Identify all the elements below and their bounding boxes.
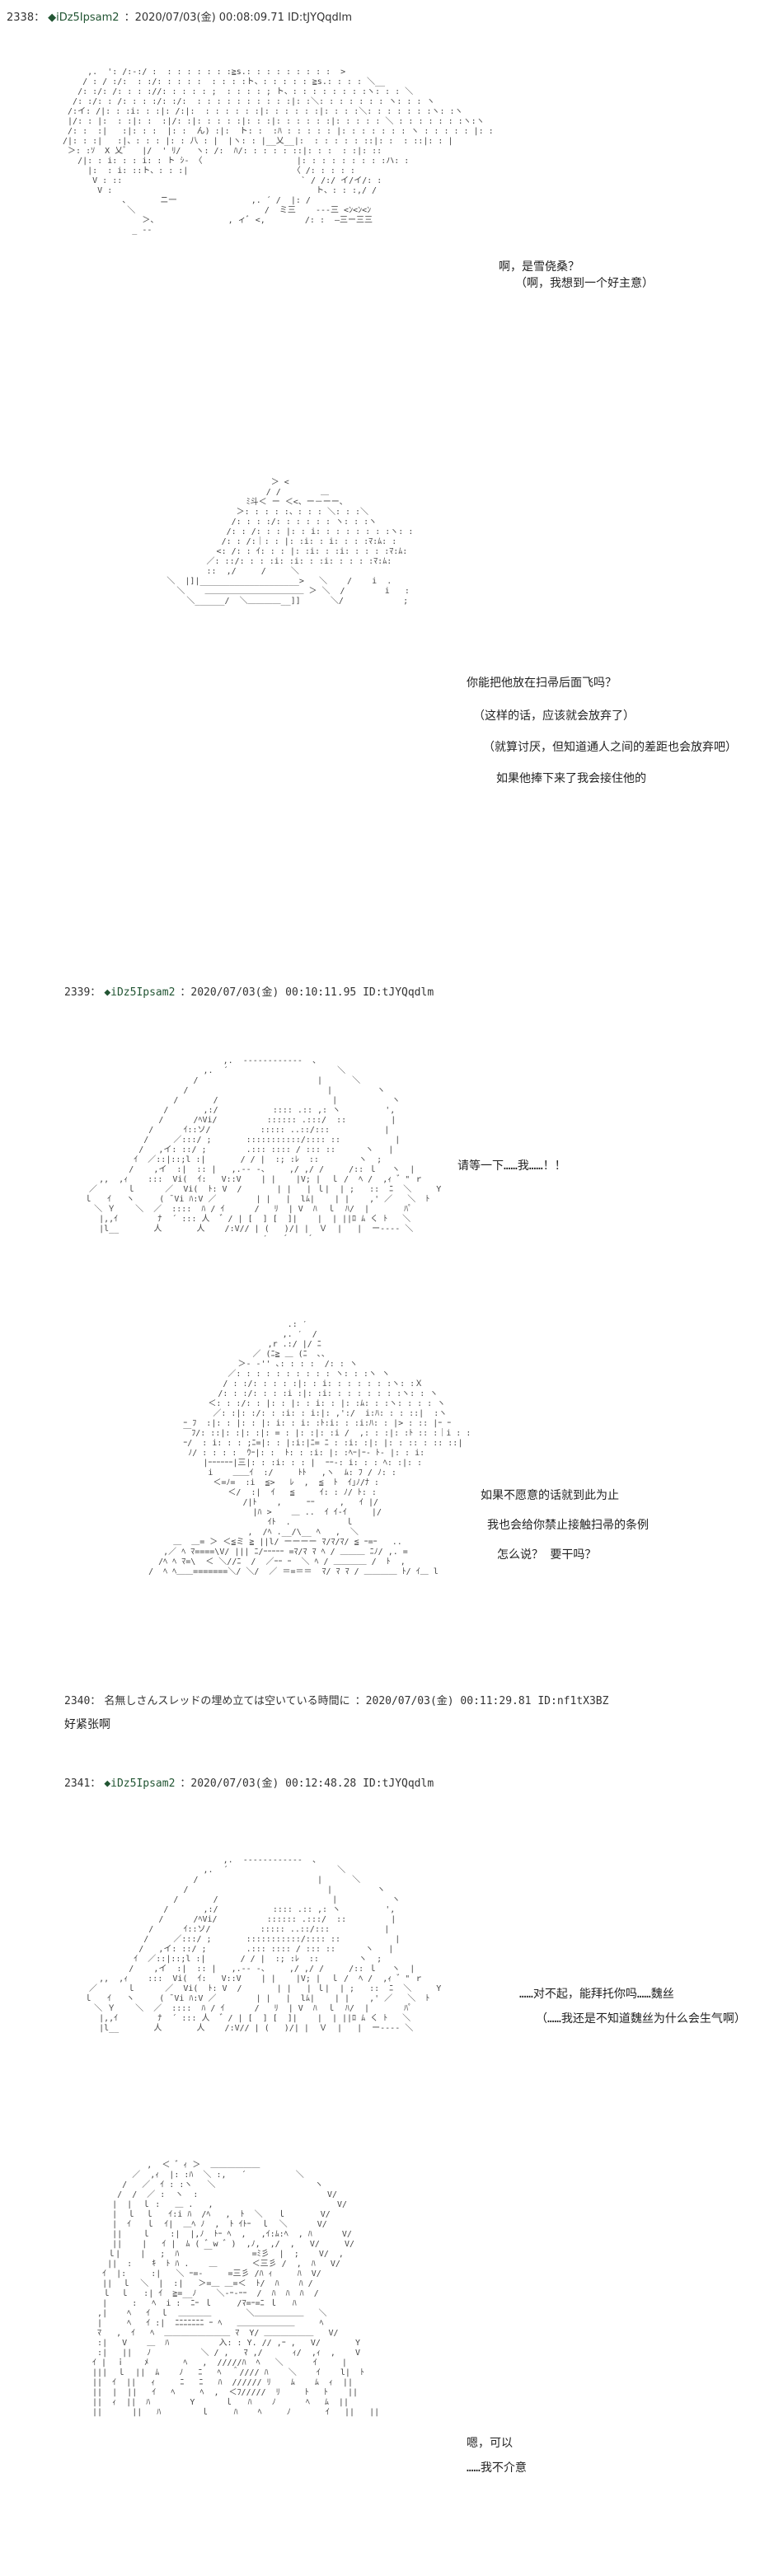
post-meta: ：2020/07/03(金) 00:10:11.95 ID:tJYQqdlm [180,986,434,999]
dialogue-line: （啊，我想到一个好主意） [515,277,654,290]
post-meta: ：2020/07/03(金) 00:08:09.71 ID:tJYQqdlm [124,12,353,24]
dialogue-block: 请等一下……我……！！ [457,1158,566,1174]
ascii-art-figure-1: ,. ': /:-:/ : : : : : : : :≧s.: : : : : … [63,68,746,2475]
ascii-art-figure-2: ＞ < / / ＿ ﾐ斗＜ ー ＜<、ー－ーー、 ＞: : : : :、: : … [167,478,414,606]
ascii-art-figure-4: .: ′ ,. ′ / ,r .:/ |/ ﾆ ／ (ﾆ≧ ＿ (ﾆ ､、 ＞-… [148,1320,471,1576]
dialogue-block: ……对不起，能拜托你吗……魏丝 （……我还是不知道魏丝为什么会生气啊） [519,1986,746,2027]
dialogue-line: 如果不愿意的话就到此为止 [481,1489,619,1502]
poster-name: 名無しさんスレッドの埋め立ては空いている時間に [104,1695,350,1707]
dialogue-line: （……我还是不知道魏丝为什么会生气啊） [536,2012,746,2026]
dialogue-line: （就算讨厌，但知道通人之间的差距也会放弃吧） [483,741,737,754]
poster-name: ◆iDz5Ipsam2 [48,12,120,24]
dialogue-block: 嗯，可以 ……我不介意 [467,2435,527,2476]
dialogue-line: ……对不起，能拜托你吗……魏丝 [519,1988,674,2001]
dialogue-block: 你能把他放在扫帚后面飞吗？ （这样的话，应该就会放弃了） （就算讨厌，但知道通人… [467,675,737,787]
dialogue-line: 我也会给你禁止接触扫帚的条例 [487,1519,649,1532]
post-header-2340: 2340：名無しさんスレッドの埋め立ては空いている時間に ：2020/07/03(… [64,1695,609,1707]
post-number[interactable]: 2341： [64,1777,101,1790]
dialogue-block: 啊，是雪侥桑？ （啊，我想到一个好主意） [499,259,654,292]
ascii-art-figure-6: , ＜ ゛ｨ ＞ ＿＿＿＿＿＿ ／ ,ｨ |: :ﾊ ＼ :, ´ ＼ / ／ … [92,2161,380,2417]
dialogue-line: 啊，是雪侥桑？ [499,260,579,274]
dialogue-line: 怎么说？ 要干吗？ [497,1548,597,1562]
dialogue-line: 请等一下……我……！！ [457,1159,566,1173]
post-body: 好紧张啊 [64,1718,110,1731]
post-meta: ：2020/07/03(金) 00:11:29.81 ID:nf1tX3BZ [354,1695,609,1707]
dialogue-line: 你能把他放在扫帚后面飞吗？ [467,677,617,690]
post-meta: ：2020/07/03(金) 00:12:48.28 ID:tJYQqdlm [180,1777,434,1790]
dialogue-line: 如果他捧下来了我会接住他的 [496,772,646,785]
ascii-art-figure-3: ,. ------------ 、 ,. ´ ＼ / | ＼ / | ヽ [84,1056,442,1244]
post-number[interactable]: 2339： [64,986,101,999]
post-header-2341: 2341：◆iDz5Ipsam2 ：2020/07/03(金) 00:12:48.… [64,1777,434,1790]
poster-name: ◆iDz5Ipsam2 [104,1777,176,1790]
ascii-art-figure-5: ,. ------------ 、 ,. ´ ＼ / | ＼ / | ヽ [84,1856,442,2033]
post-header-2338: 2338：◆iDz5Ipsam2 ：2020/07/03(金) 00:08:09.… [7,8,352,24]
post-number[interactable]: 2340： [64,1695,101,1707]
dialogue-line: （这样的话，应该就会放弃了） [473,710,635,723]
post-number[interactable]: 2338： [7,12,45,24]
dialogue-line: ……我不介意 [467,2461,527,2475]
dialogue-line: 嗯，可以 [467,2437,513,2450]
poster-name: ◆iDz5Ipsam2 [104,986,176,999]
post-header-2339: 2339：◆iDz5Ipsam2 ：2020/07/03(金) 00:10:11.… [64,986,434,999]
dialogue-block: 如果不愿意的话就到此为止 我也会给你禁止接触扫帚的条例 怎么说？ 要干吗？ [481,1487,649,1563]
